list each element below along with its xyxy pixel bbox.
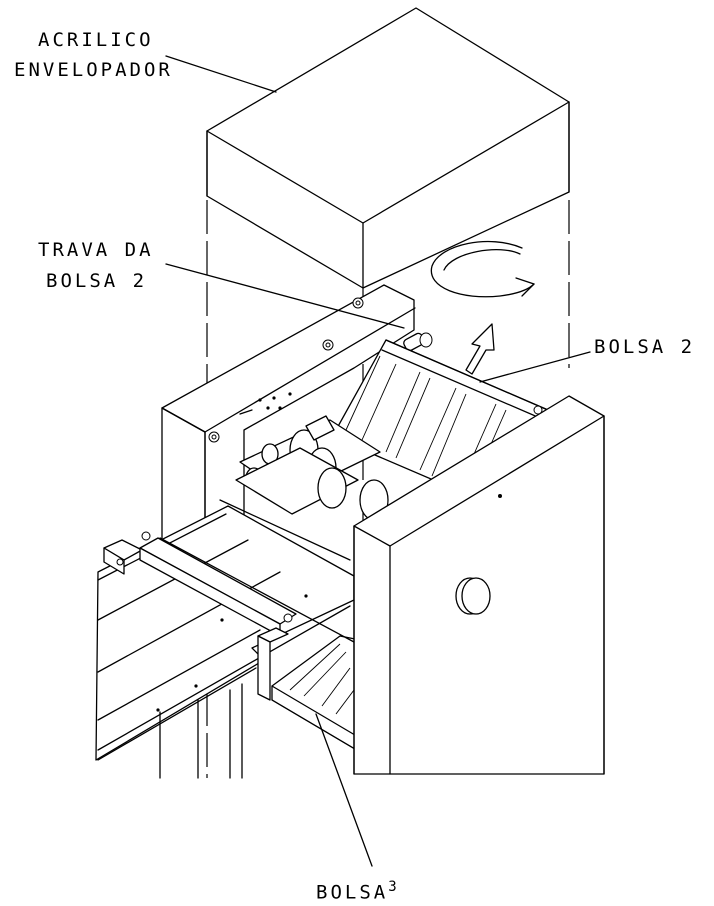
trava-label-line1: TRAVA DA	[38, 239, 154, 261]
bolsa2-latch	[403, 332, 433, 352]
feed-table	[95, 505, 355, 779]
left-housing	[161, 284, 416, 541]
rollers	[219, 415, 389, 561]
lift-arrow	[465, 323, 495, 375]
bolsa3-label-number: 3	[388, 879, 397, 895]
envelopador-label: ENVELOPADOR	[14, 59, 173, 81]
bolsa3-label: BOLSA3	[316, 876, 397, 903]
bolsa2-label: BOLSA 2	[594, 336, 696, 358]
leader-lines	[165, 55, 591, 867]
bolsa3-frame	[271, 635, 361, 753]
bolsa3-label-text: BOLSA	[316, 881, 389, 904]
acrilico-label: ACRILICO	[38, 29, 154, 51]
acrylic-cover	[206, 7, 570, 289]
right-side-plate	[353, 395, 605, 775]
rotation-arrow	[430, 241, 535, 298]
trava-label-line2: BOLSA 2	[46, 270, 148, 292]
